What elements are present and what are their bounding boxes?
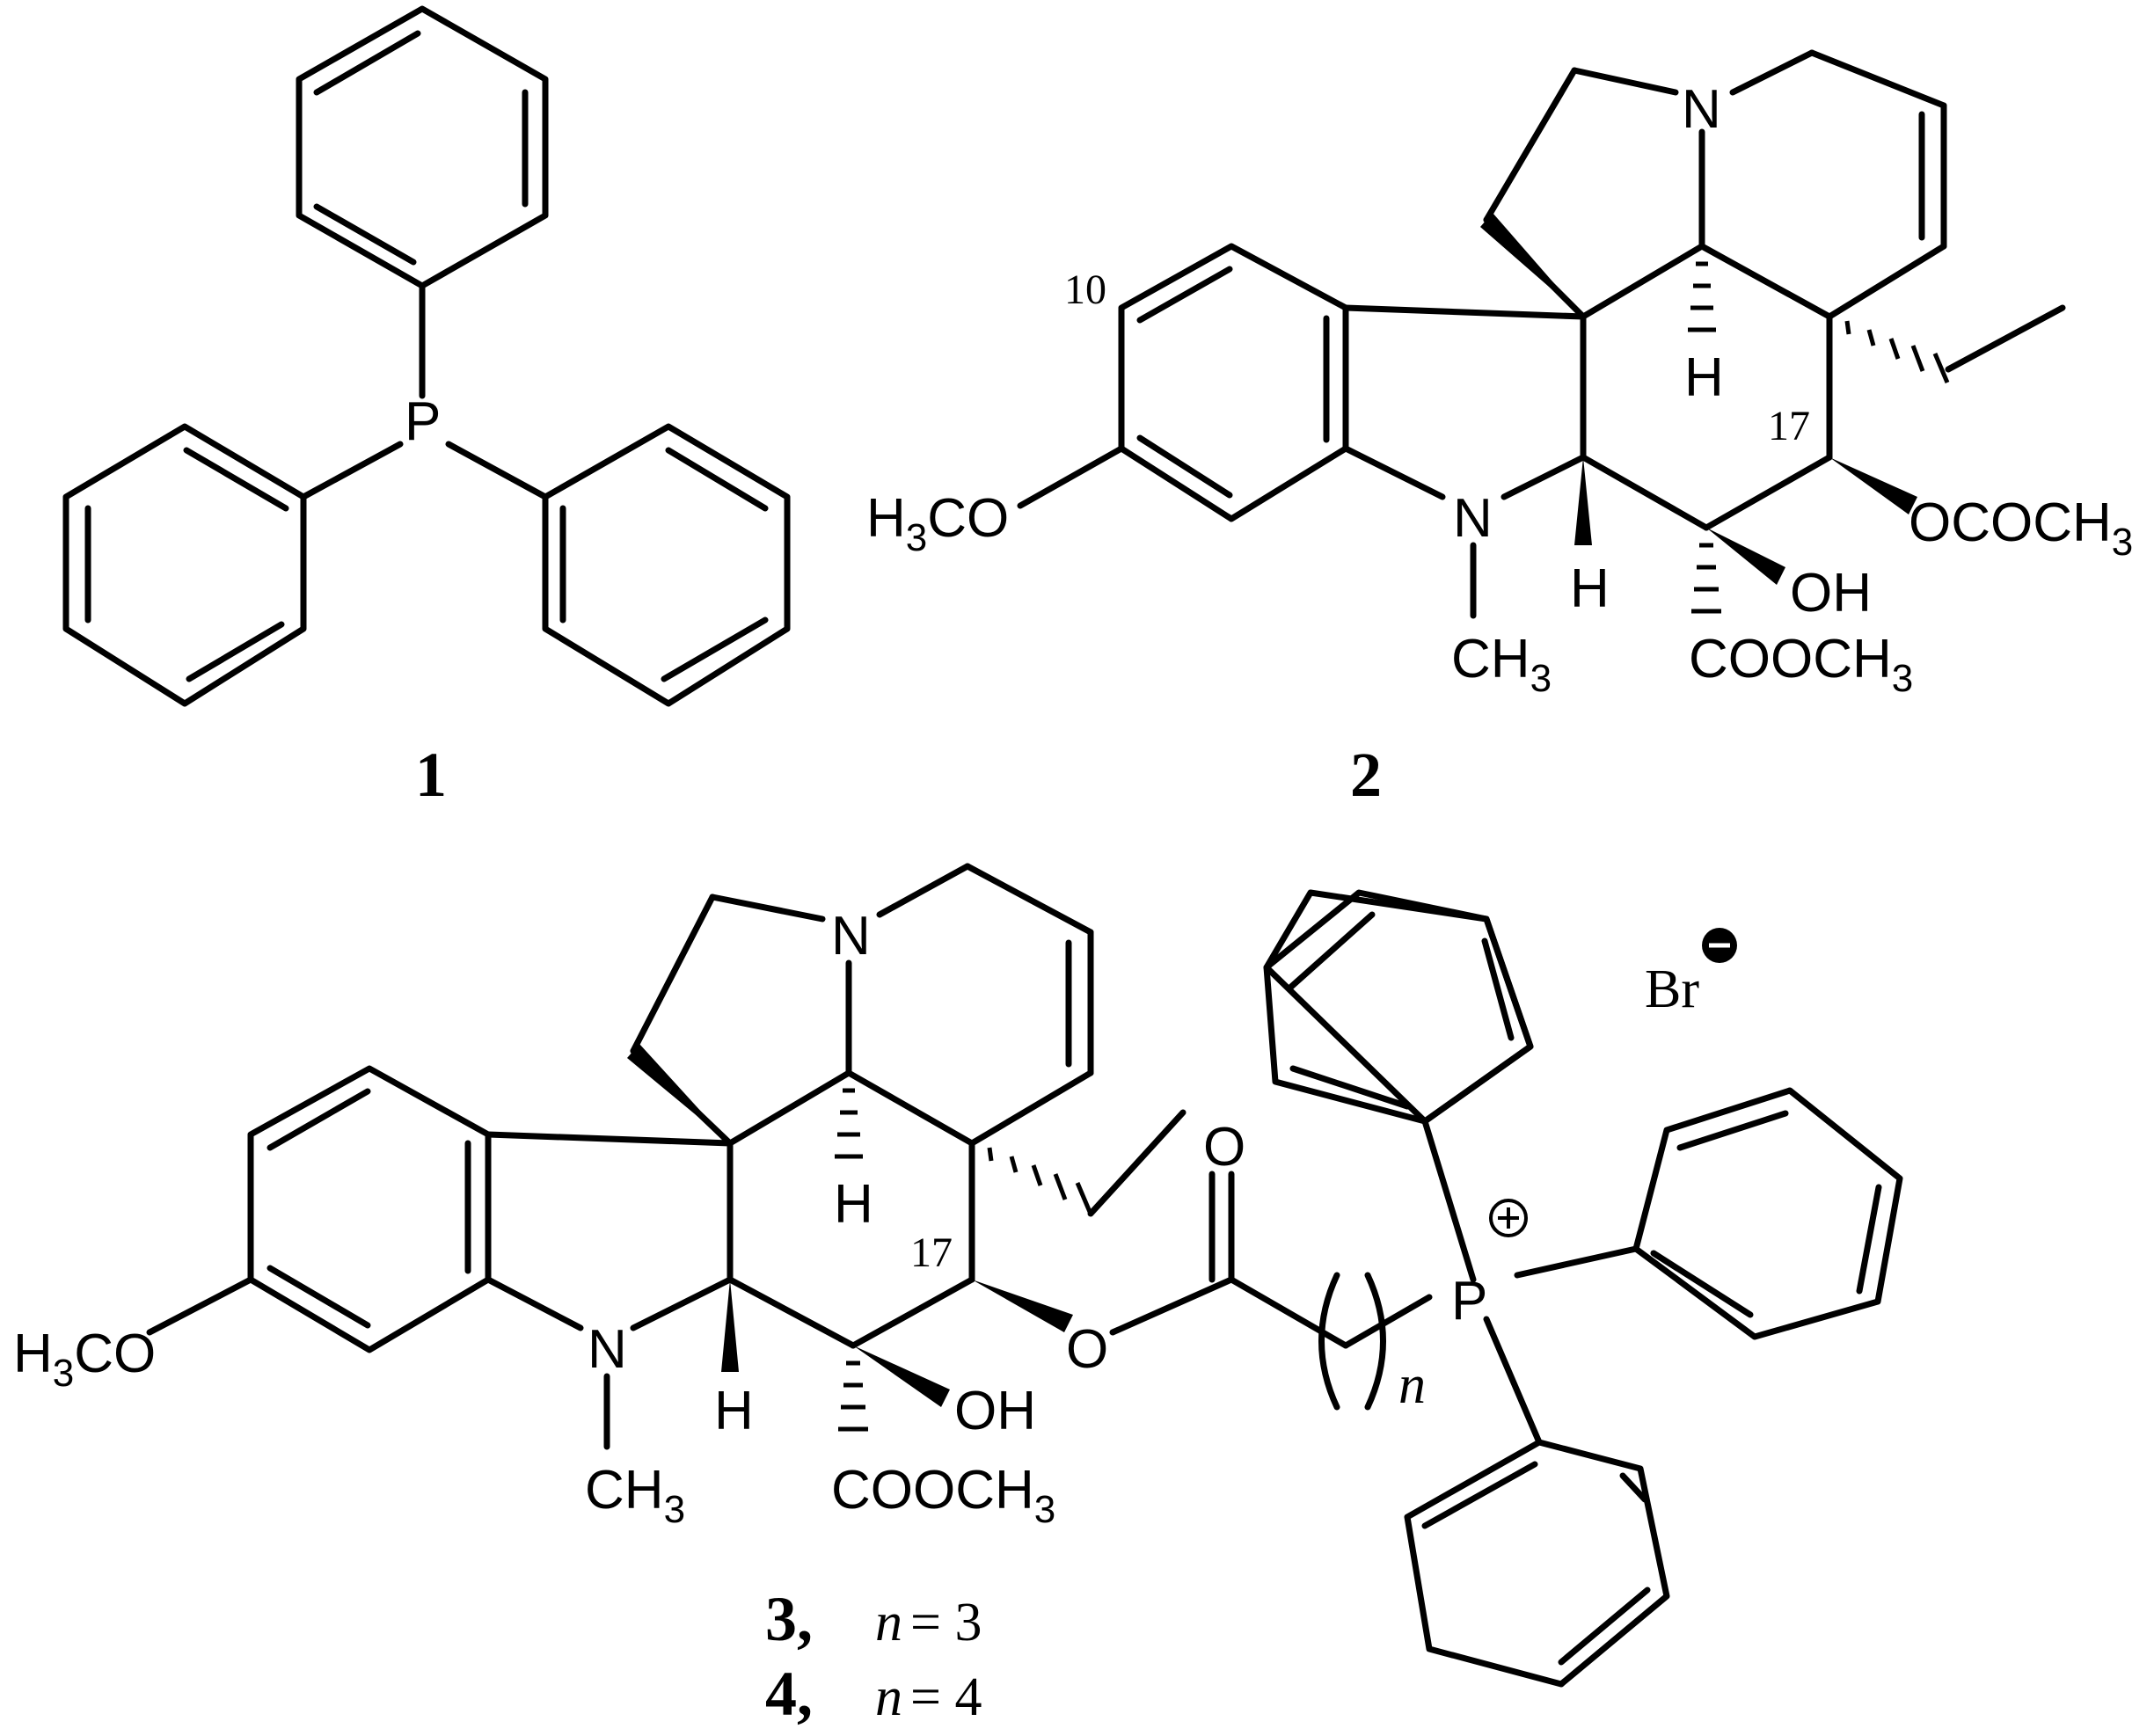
atom-label-n-top-3: N xyxy=(831,906,871,966)
wedge-bond xyxy=(1829,457,1917,514)
locant-17: 17 xyxy=(1768,403,1810,449)
wedge-bond xyxy=(721,1280,739,1372)
atom-label-p-plus: P xyxy=(1451,1271,1487,1331)
svg-text:CH3: CH3 xyxy=(1451,629,1552,700)
atom-label-o-carbonyl: O xyxy=(1203,1117,1245,1178)
compound-3-4-structure xyxy=(146,863,1903,1688)
wedge-bond xyxy=(1480,213,1583,317)
atom-label-h-top-3: H xyxy=(834,1174,873,1235)
group-label-h3co: H3CO xyxy=(866,488,1009,559)
atom-label-h-bottom-3: H xyxy=(714,1381,754,1441)
atom-label-n-top: N xyxy=(1682,79,1721,140)
svg-text:= 3: = 3 xyxy=(910,1593,982,1652)
group-label-h3co-3: H3CO xyxy=(13,1324,156,1395)
group-label-ococh3: OCOCH3 xyxy=(1909,492,2133,564)
compound-2-structure xyxy=(1017,49,2066,619)
svg-text:CH3: CH3 xyxy=(585,1460,685,1531)
compound-1-structure xyxy=(62,5,791,707)
atom-label-p: P xyxy=(405,391,441,452)
svg-text:OCOCH3: OCOCH3 xyxy=(1909,492,2133,564)
atom-label-n-indole-3: N xyxy=(588,1319,627,1380)
svg-text:4,: 4, xyxy=(765,1659,813,1729)
atom-label-o-ester: O xyxy=(1066,1319,1108,1380)
group-label-cooch3: COOCH3 xyxy=(1689,629,1913,700)
group-label-ch3-3: CH3 xyxy=(585,1460,685,1531)
group-label-cooch3-3: COOCH3 xyxy=(831,1460,1055,1531)
svg-text:n: n xyxy=(875,1593,902,1652)
chain-variable-n: n xyxy=(1398,1355,1426,1415)
svg-text:H3CO: H3CO xyxy=(866,488,1009,559)
wedge-bond xyxy=(627,1044,730,1143)
svg-text:COOCH3: COOCH3 xyxy=(1689,629,1913,700)
atom-label-oh: OH xyxy=(1790,563,1872,624)
minus-charge-icon xyxy=(1702,928,1737,963)
svg-text:COOCH3: COOCH3 xyxy=(831,1460,1055,1531)
wedge-bond xyxy=(972,1280,1073,1332)
wedge-bond xyxy=(1574,457,1592,545)
wedge-bond xyxy=(1706,528,1785,585)
locant-10: 10 xyxy=(1064,266,1106,313)
locant-17-3: 17 xyxy=(910,1229,953,1276)
wedge-bond xyxy=(853,1346,950,1407)
plus-charge-icon xyxy=(1489,1199,1528,1237)
atom-label-h-top: H xyxy=(1684,347,1724,408)
compound-number-1: 1 xyxy=(415,740,447,810)
svg-text:= 4: = 4 xyxy=(910,1667,982,1727)
svg-text:H3CO: H3CO xyxy=(13,1324,156,1395)
atom-label-n-indole: N xyxy=(1453,488,1493,549)
atom-label-oh-3: OH xyxy=(954,1381,1036,1441)
hash-bonds xyxy=(835,261,1950,1432)
group-label-ch3: CH3 xyxy=(1451,629,1552,700)
counterion-br: Br xyxy=(1645,959,1699,1019)
svg-text:3,: 3, xyxy=(765,1584,813,1654)
compound-number-2: 2 xyxy=(1350,740,1382,810)
compound-label-3: 3, n = 3 xyxy=(765,1584,982,1654)
compound-label-4: 4, n = 4 xyxy=(765,1659,982,1729)
atom-label-h-bottom: H xyxy=(1570,558,1610,619)
svg-text:n: n xyxy=(875,1667,902,1727)
